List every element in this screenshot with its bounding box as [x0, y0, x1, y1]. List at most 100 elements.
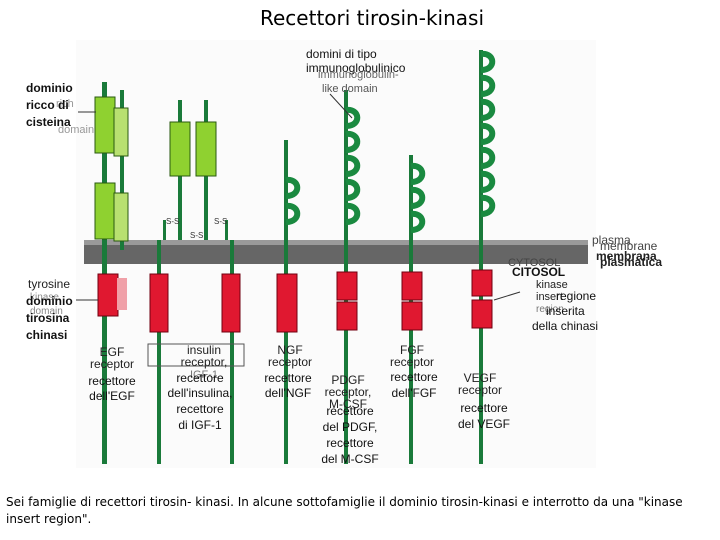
receptor-ngf-en-2: receptor: [268, 355, 312, 369]
egf-cysteine-domain-1b: [113, 107, 129, 157]
receptor-fgf-it-1: recettore: [390, 370, 438, 384]
label-tyrosine-kinase-en-1: tyrosine: [28, 277, 70, 291]
label-cysteine-domain-1: dominio: [26, 81, 73, 95]
receptor-pdgf-en-1: PDGF: [331, 373, 364, 387]
insulin-label-bracket: [147, 343, 245, 367]
label-cysteine-domain-2: ricco di: [26, 98, 69, 112]
egf-kinase-domain-b: [117, 278, 127, 310]
vegf-receptor: [471, 50, 496, 464]
receptor-insulin-en-1: insulin: [187, 343, 221, 357]
pdgf-kinase-part-1: [336, 271, 358, 301]
receptor-ngf-it-1: recettore: [264, 371, 312, 385]
pdgf-receptor: [336, 90, 361, 464]
vegf-kinase-part-2: [471, 299, 493, 329]
fgf-ig-2: [410, 186, 426, 209]
receptor-pdgf-it-4: del M-CSF: [321, 452, 378, 466]
receptor-egf-it-1: recettore: [88, 374, 136, 388]
label-plasma-membrane-2: plasmatica: [600, 255, 662, 269]
insulin-kinase-2: [221, 273, 241, 333]
label-cysteine-domain-3: cisteina: [26, 115, 71, 129]
receptor-fgf-en-2: receptor: [390, 355, 434, 369]
pdgf-ig-3: [345, 154, 361, 177]
label-kinase-insert-en-1: kinase: [536, 279, 568, 291]
disulfide-label-3: S-S: [214, 217, 227, 226]
ngf-kinase-domain: [276, 273, 298, 333]
receptor-egf-en-1: EGF: [100, 345, 125, 359]
insulin-receptor: S-S S-S S-S: [149, 100, 241, 464]
insulin-stalk-6: [225, 220, 228, 240]
label-cytosol-en: CYTOSOL: [508, 257, 560, 269]
label-kinase-domain-1: dominio: [26, 294, 73, 308]
fgf-kinase-part-2: [401, 301, 423, 331]
disulfide-label-2: S-S: [190, 231, 203, 240]
label-plasma-membrane-en-1: plasma: [592, 233, 631, 247]
receptor-pdgf-en-2: receptor,: [325, 385, 372, 399]
fgf-ig-1: [410, 162, 426, 185]
receptor-pdgf-it-1: recettore: [326, 404, 374, 418]
disulfide-label-1: S-S: [166, 217, 179, 226]
vegf-ig-4: [480, 122, 496, 145]
pointer-ig-domain: [329, 93, 353, 119]
vegf-stalk: [479, 50, 483, 464]
label-ig-domains-2: immunoglobulinico: [306, 61, 406, 75]
pdgf-ig-1: [345, 106, 361, 129]
ngf-ig-domain-2: [285, 202, 301, 225]
receptor-vegf-it-1: recettore: [460, 401, 508, 415]
ngf-ig-domain-1: [285, 176, 301, 199]
vegf-ig-6: [480, 170, 496, 193]
egf-stalk: [102, 82, 107, 464]
vegf-ig-3: [480, 98, 496, 121]
label-ig-domains-en-1: immunoglobulin-: [318, 69, 399, 81]
label-kinase-insert-en-3: region: [536, 304, 564, 315]
insulin-stalk-4: [230, 240, 234, 464]
label-plasma-membrane-en-2: membrane: [600, 239, 658, 253]
receptor-insulin-en-3: IGF-1: [190, 369, 218, 381]
receptor-egf-en-2: receptor: [90, 357, 134, 371]
receptor-fgf-it-2: dell'FGF: [392, 386, 437, 400]
insulin-stalk-5: [163, 220, 166, 240]
pdgf-ig-2: [345, 130, 361, 153]
label-plasma-membrane-1: membrana: [596, 249, 657, 263]
receptor-ngf-en-1: NGF: [277, 343, 302, 357]
pointer-kinase-insert: [493, 291, 521, 301]
receptor-insulin-en-2: receptor,: [181, 355, 228, 369]
label-kinase-insert-1: regione: [556, 289, 596, 303]
label-kinase-domain-2: tirosina: [26, 311, 70, 325]
label-cysteine-domain-en-2: domain: [58, 124, 94, 136]
figure-caption: Sei famiglie di recettori tirosin- kinas…: [6, 495, 683, 526]
fgf-kinase-part-1: [401, 271, 423, 301]
insulin-kinase-1: [149, 273, 169, 333]
label-cysteine-domain-en-1: rich: [56, 98, 74, 110]
ngf-receptor: [276, 140, 301, 464]
receptor-insulin-it-4: di IGF-1: [178, 418, 222, 432]
receptor-vegf-en-2: receptor: [458, 383, 502, 397]
label-cytosol: CITOSOL: [512, 265, 565, 279]
vegf-ig-5: [480, 146, 496, 169]
receptor-insulin-it-1: recettore: [176, 371, 224, 385]
egf-cysteine-domain-2b: [113, 192, 129, 242]
receptor-pdgf-it-2: del PDGF,: [323, 420, 378, 434]
label-ig-domains-1: domini di tipo: [306, 47, 377, 61]
label-kinase-insert-en-2: insert: [536, 291, 563, 303]
vegf-ig-2: [480, 74, 496, 97]
label-ig-domains-en-2: like domain: [322, 83, 378, 95]
pdgf-ig-5: [345, 202, 361, 225]
insulin-stalk-3: [157, 240, 161, 464]
receptor-fgf-en-1: FGF: [400, 343, 424, 357]
pdgf-kinase-part-2: [336, 301, 358, 331]
vegf-kinase-part-1: [471, 269, 493, 297]
vegf-ig-1: [480, 50, 496, 73]
egf-receptor: [94, 82, 129, 464]
receptor-ngf-it-2: dell'NGF: [265, 386, 311, 400]
label-kinase-domain-3: chinasi: [26, 328, 67, 342]
pdgf-ig-4: [345, 178, 361, 201]
egf-kinase-domain: [97, 273, 119, 317]
receptor-insulin-it-2: dell'insulina,: [168, 386, 233, 400]
label-kinase-insert-3: della chinasi: [532, 319, 598, 333]
label-kinase-domain-en: domain: [30, 306, 63, 317]
receptor-vegf-en-1: VEGF: [464, 371, 497, 385]
label-kinase-insert-2: inserita: [546, 304, 585, 318]
vegf-ig-7: [480, 194, 496, 217]
fgf-ig-3: [410, 210, 426, 233]
